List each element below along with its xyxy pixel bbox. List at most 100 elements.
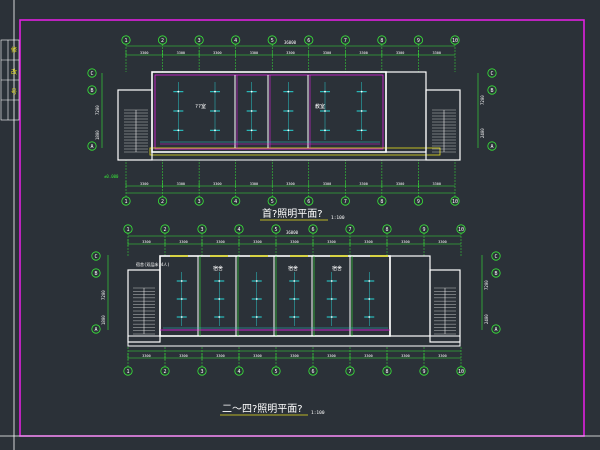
light-node [368,316,371,318]
axis-6: 6 [304,196,314,206]
axis-A: A [91,324,101,334]
axis-bubble [231,35,241,45]
light-node [293,316,296,318]
axis-bubble [345,224,355,234]
light-node [180,280,183,282]
plan1-left-dim-2: 1800 [95,130,100,140]
plan1-room-label-1: ??室 [195,103,206,110]
axis-bubble [450,35,460,45]
axis-bubble [382,366,392,376]
span-dim: 3300 [290,240,298,244]
plan2-circuits [163,272,388,331]
axis-B: B [91,268,101,278]
axis-A: A [491,324,501,334]
axis-6: 6 [308,366,318,376]
light-node [214,90,216,93]
light-node [324,110,326,112]
plan2-left-axes: CBA [91,251,101,334]
axis-label: 2 [161,38,164,44]
axis-label: A [90,144,93,150]
light-node [177,90,180,93]
axis-bubble [123,366,133,376]
span-dim: 3300 [179,240,187,244]
axis-label: 2 [163,227,166,233]
axis-bubble [271,224,281,234]
axis-bubble [271,366,281,376]
axis-1: 1 [121,196,131,206]
axis-bubble [413,196,424,206]
span-dim: 3300 [396,51,404,55]
axis-bubble [87,141,97,151]
axis-bubble [121,35,131,45]
light-node [287,90,290,93]
axis-8: 8 [377,196,387,206]
span-dim: 3300 [323,51,331,55]
light-node [287,129,290,132]
axis-label: 1 [124,199,127,205]
light-node [287,110,290,112]
axis-8: 8 [382,224,392,234]
plan1-right-axes: C B A [487,68,497,151]
span-dim: 3300 [396,182,404,186]
axis-label: 6 [307,199,310,205]
axis-label: 9 [417,199,420,205]
axis-bubble [267,196,277,206]
span-dim: 3300 [359,51,367,55]
axis-label: B [490,88,493,94]
axis-bubble [491,251,501,261]
span-dim: 3300 [286,182,294,186]
axis-label: 8 [380,38,383,44]
axis-bubble [91,324,101,334]
axis-bubble [308,366,318,376]
plan1-right-dim-1: 7200 [480,95,485,105]
axis-bubble [304,35,314,45]
axis-bubble [456,366,466,376]
axis-label: 3 [200,227,203,233]
axis-9: 9 [419,224,429,234]
axis-label: 2 [161,199,164,205]
title-block-mark-2: 改 [11,68,17,76]
span-dim: 3300 [438,354,446,358]
axis-label: 4 [237,227,240,233]
axis-2: 2 [157,35,168,45]
axis-bubble [87,85,97,95]
axis-label: 1 [126,227,129,233]
plan2-right-dim-2: 2400 [484,314,489,324]
axis-C: C [487,68,497,78]
light-node [360,110,363,112]
light-node [180,316,183,318]
axis-bubble [456,224,466,234]
axis-label: A [490,144,493,150]
plan1-partitions [234,75,311,148]
axis-label: 5 [274,227,277,233]
title-block: 修 改 号 [0,39,20,121]
axis-bubble [345,366,355,376]
axis-bubble [157,196,168,206]
light-node [177,129,180,132]
span-dim: 3300 [250,51,258,55]
axis-7: 7 [340,35,350,45]
plan2-right-dim-1: 7200 [484,280,489,290]
plan1-scale: 1:100 [331,215,345,221]
axis-label: 4 [234,199,237,205]
axis-bubble [377,35,387,45]
plan1-stair-left [124,109,148,153]
axis-bubble [491,268,501,278]
light-node [330,316,333,318]
span-dim: 3300 [290,354,298,358]
plan1-stair-left-wall [117,89,153,161]
axis-bubble [450,196,460,206]
axis-5: 5 [267,35,277,45]
light-node [177,110,180,112]
axis-bubble [340,35,350,45]
light-node [218,316,221,318]
span-dim: 3300 [142,240,150,244]
axis-8: 8 [377,35,387,45]
plan2-room-label-2: 宿舍 [288,265,298,272]
axis-B: B [487,85,497,95]
plan1-total-dim: 36000 [284,40,297,45]
axis-label: 9 [422,227,425,233]
